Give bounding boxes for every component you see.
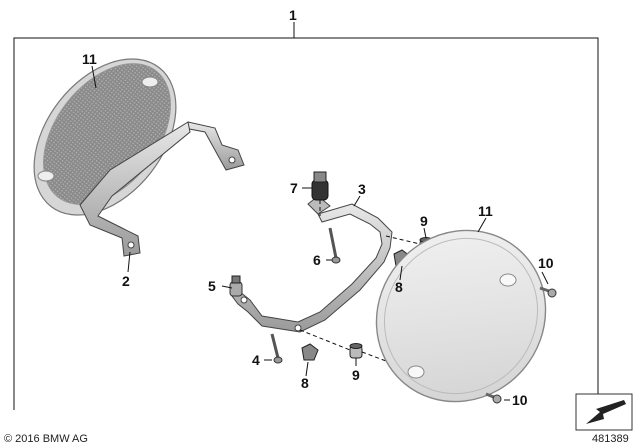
diagram-number: 481389: [592, 433, 629, 445]
callout-8-upper: 8: [395, 279, 403, 295]
left-bracket: [79, 121, 245, 257]
callout-10-upper: 10: [538, 255, 554, 271]
callout-9-upper: 9: [420, 213, 428, 229]
screw-lower: [270, 333, 283, 364]
leader-lines: [91, 65, 549, 401]
right-plate: [375, 229, 547, 403]
callout-11-left: 11: [82, 51, 97, 67]
callout-10-lower: 10: [512, 392, 528, 408]
callout-1: 1: [289, 7, 297, 23]
callout-5: 5: [208, 278, 216, 294]
callout-9-lower: 9: [352, 367, 360, 383]
assembly-frame: [13, 22, 599, 410]
arrow-down-left-icon: [575, 393, 633, 431]
copyright-text: © 2016 BMW AG: [4, 433, 88, 445]
rubber-mount-lower: [229, 275, 243, 297]
nut-lower: [301, 343, 319, 361]
callout-2: 2: [122, 273, 130, 289]
main-bracket: [231, 195, 393, 333]
rubber-mount-upper: [311, 171, 329, 216]
callout-6: 6: [313, 252, 321, 268]
screw-upper: [328, 227, 341, 264]
callout-8-lower: 8: [301, 375, 309, 391]
bush-lower: [349, 343, 363, 359]
callout-3: 3: [358, 181, 366, 197]
callout-11-right: 11: [478, 203, 493, 219]
bolt-upper: [539, 286, 557, 298]
callout-4: 4: [252, 352, 260, 368]
callout-7: 7: [290, 180, 298, 196]
bolt-lower: [485, 392, 502, 404]
